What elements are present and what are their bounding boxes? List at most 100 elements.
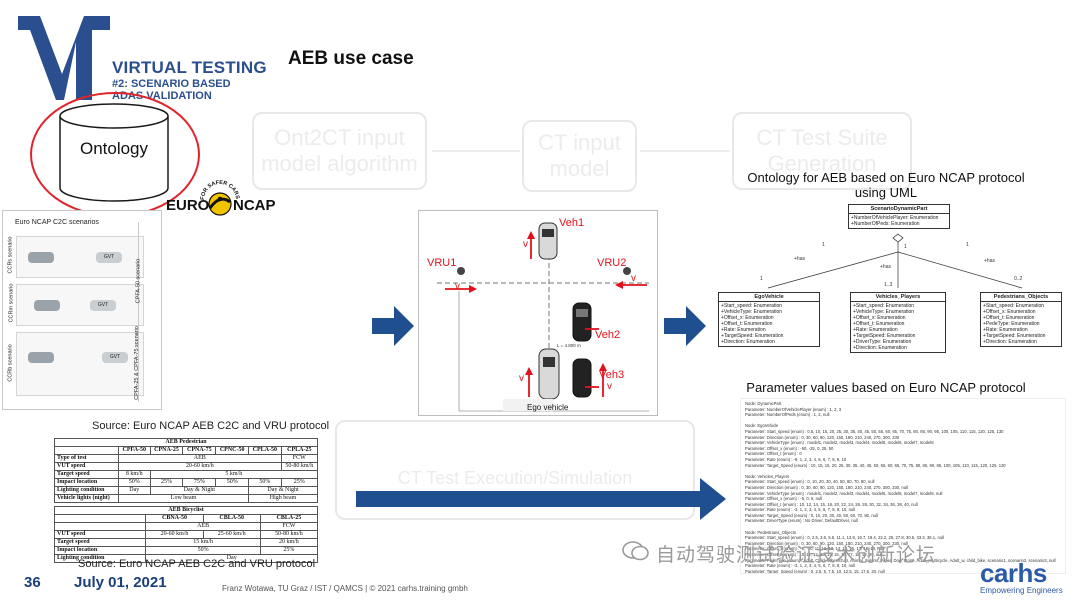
param-line: Parameter: DriverType (enum) : No Driver… bbox=[745, 518, 858, 524]
uml-has: +has bbox=[880, 264, 891, 270]
pedestrian-table-wrap: AEB Pedestrian CPFA-50 CPNA-25 CPNA-75 C… bbox=[54, 438, 319, 503]
vru1-label: VRU1 bbox=[427, 257, 457, 269]
param-line: Parameter: Rate (enum) : -9, 1, 2, 3, 4,… bbox=[745, 456, 847, 462]
slide-date: July 01, 2021 bbox=[74, 574, 167, 591]
param-line: Node: Vehicles_Players bbox=[745, 473, 790, 479]
c2c-row-ccrb bbox=[16, 332, 144, 396]
c2c-caption: Source: Euro NCAP AEB C2C and VRU protoc… bbox=[92, 420, 330, 432]
car-icon: GVT bbox=[96, 252, 122, 263]
carhs-tagline: Empowering Engineers bbox=[980, 586, 1063, 595]
params-title: Parameter values based on Euro NCAP prot… bbox=[746, 380, 1026, 395]
bg-connector bbox=[640, 150, 730, 152]
velocity-label: v bbox=[519, 373, 524, 384]
uml-panel: ScenarioDynamicPart +NumberOfVehiclePlay… bbox=[712, 200, 1064, 368]
param-line: Parameter: Target_Speed (enum) : 0, 2.5,… bbox=[745, 568, 885, 574]
cpfa-panel bbox=[138, 222, 162, 402]
carhs-logo: carhs bbox=[980, 558, 1047, 588]
scenario-diagram: Veh1 VRU1 VRU2 Veh2 Veh3 v v v v v L = 4… bbox=[418, 210, 658, 416]
c2c-label-ccrm: CCRm scenario bbox=[8, 283, 15, 323]
param-line: Parameter: Start_speed (enum) : 0.5, 10,… bbox=[745, 428, 1004, 434]
param-line: Parameter: Rate (enum) : -3, 1, 2, 3, 4,… bbox=[745, 563, 856, 569]
dimension-label: L = 4.800 m bbox=[557, 343, 581, 348]
cpfa50-label: CPFA-50 scenario bbox=[135, 258, 142, 304]
param-line: Parameter: Target_Speed (enum) : 0, 10, … bbox=[745, 512, 878, 518]
bg-connector bbox=[432, 150, 520, 152]
car-icon bbox=[34, 300, 60, 311]
param-line: Node: Pedestrians_Objects bbox=[745, 529, 796, 535]
uml-mult: 1..3 bbox=[884, 282, 893, 288]
param-line: Parameter: Rate (enum) : -3, 1, 2, 3, 4,… bbox=[745, 507, 856, 513]
c2c-row-ccrm bbox=[16, 284, 144, 326]
car-icon: GVT bbox=[102, 352, 128, 363]
ego-label: Ego vehicle bbox=[527, 403, 569, 412]
param-line: Parameter: Direction (enum) : 0, 30, 60,… bbox=[745, 484, 908, 490]
uml-has: +has bbox=[794, 256, 805, 262]
uml-class-egovehicle: EgoVehicle +Start_speed: Enumeration+Veh… bbox=[718, 292, 820, 347]
uml-class-vehicles-players: Vehicles_Players +Start_speed: Enumerati… bbox=[850, 292, 946, 353]
param-line: Parameter: Target_Speed (enum) : 10, 15,… bbox=[745, 462, 1006, 468]
uml-class-root: ScenarioDynamicPart +NumberOfVehiclePlay… bbox=[848, 204, 950, 229]
velocity-label: v bbox=[607, 381, 612, 392]
param-line: Parameter: Start_speed (enum) : 0, 10, 2… bbox=[745, 479, 875, 485]
c2c-label-ccrs: CCRs scenario bbox=[7, 236, 14, 274]
c2c-label-ccrb: CCRb scenario bbox=[7, 344, 14, 382]
uml-mult: 1 bbox=[760, 276, 763, 282]
param-line: Parameter: VehicleType (enum) : model1, … bbox=[745, 440, 934, 446]
param-line: Node: DynamicPart bbox=[745, 401, 782, 406]
param-line: Parameter: Offset_t (enum) : 10, 11, 12,… bbox=[745, 552, 883, 558]
pedestrian-table-title: AEB Pedestrian bbox=[54, 438, 318, 447]
velocity-label: v bbox=[631, 273, 636, 284]
uml-mult: 0..2 bbox=[1014, 276, 1023, 282]
car-icon: GVT bbox=[90, 300, 116, 311]
uml-mult: 1 bbox=[904, 244, 907, 250]
uml-mult: 1 bbox=[966, 242, 969, 248]
param-line: Parameter: Start_speed (enum) : 0, 2.5, … bbox=[745, 535, 944, 541]
param-line: Parameter: Offset_x (enum) : -6, -10, 11… bbox=[745, 546, 884, 552]
watermark: 自动驾驶测试验证技术创新论坛 bbox=[656, 545, 937, 566]
ontology-label: Ontology bbox=[79, 139, 149, 158]
bg-step-ct-input: CT input model bbox=[522, 120, 637, 192]
arrow-right-icon bbox=[372, 306, 414, 351]
bg-step-suite: CT Test Suite Generation bbox=[732, 112, 912, 190]
param-line: Parameter: Offset_x (enum) : -50, -25, 0… bbox=[745, 445, 834, 451]
velocity-label: v bbox=[523, 239, 528, 250]
c2c-title: Euro NCAP C2C scenarios bbox=[15, 219, 99, 226]
bg-step-execution: CT Test Execution/Simulation bbox=[335, 420, 695, 520]
logo-title: VIRTUAL TESTING bbox=[112, 58, 267, 77]
velocity-label: v bbox=[455, 281, 460, 292]
ontology-cylinder bbox=[58, 102, 170, 204]
uml-title: Ontology for AEB based on Euro NCAP prot… bbox=[747, 170, 1025, 200]
car-icon bbox=[28, 252, 54, 263]
param-line: Parameter: NumberOfPeds (enum) : 1, 2, n… bbox=[745, 412, 830, 418]
euroncap-left: EURO bbox=[166, 197, 210, 214]
bicyclist-table-title: AEB Bicyclist bbox=[54, 506, 318, 515]
param-line: Parameter: Offset_x (enum) : -5, 0, 5, n… bbox=[745, 496, 823, 502]
car-icon bbox=[28, 352, 54, 363]
copyright: Franz Wotawa, TU Graz / IST / QAMCS | © … bbox=[222, 584, 468, 593]
param-line: Parameter: Offset_t (enum) : 10, 12, 14,… bbox=[745, 501, 918, 507]
param-line: Parameter: VehicleType (enum) : model1, … bbox=[745, 490, 943, 496]
cpfa25-label: CPFA-25 & CPFA-75 scenario bbox=[133, 326, 140, 400]
param-line: Parameter: Direction (enum) : 0, 30, 60,… bbox=[745, 540, 908, 546]
slide-number: 36 bbox=[24, 574, 41, 591]
euroncap-right: NCAP bbox=[233, 197, 276, 214]
param-line: Parameter: NumberOfVehiclePlayer (enum) … bbox=[745, 406, 842, 412]
param-line: Node: EgoVehicle bbox=[745, 423, 779, 429]
veh2-label: Veh2 bbox=[595, 329, 621, 341]
uml-class-pedestrians-objects: Pedestrians_Objects +Start_speed: Enumer… bbox=[980, 292, 1062, 347]
euroncap-logo: FOR SAFER CARS bbox=[164, 172, 274, 218]
vt-logo bbox=[18, 16, 110, 100]
arrow-right-icon bbox=[664, 306, 706, 351]
long-arrow-right-icon bbox=[356, 478, 726, 525]
veh1-label: Veh1 bbox=[559, 217, 585, 229]
vru2-label: VRU2 bbox=[597, 257, 627, 269]
logo-subtitle-1: #2: SCENARIO BASED bbox=[112, 78, 231, 90]
param-line: Parameter: PedeType (enum) : Adult, Chil… bbox=[745, 557, 1056, 563]
slide-title: AEB use case bbox=[288, 48, 414, 69]
param-line: Parameter: Offset_t (enum) : 0 bbox=[745, 451, 802, 457]
wechat-icon bbox=[622, 540, 650, 562]
uml-mult: 1 bbox=[822, 242, 825, 248]
